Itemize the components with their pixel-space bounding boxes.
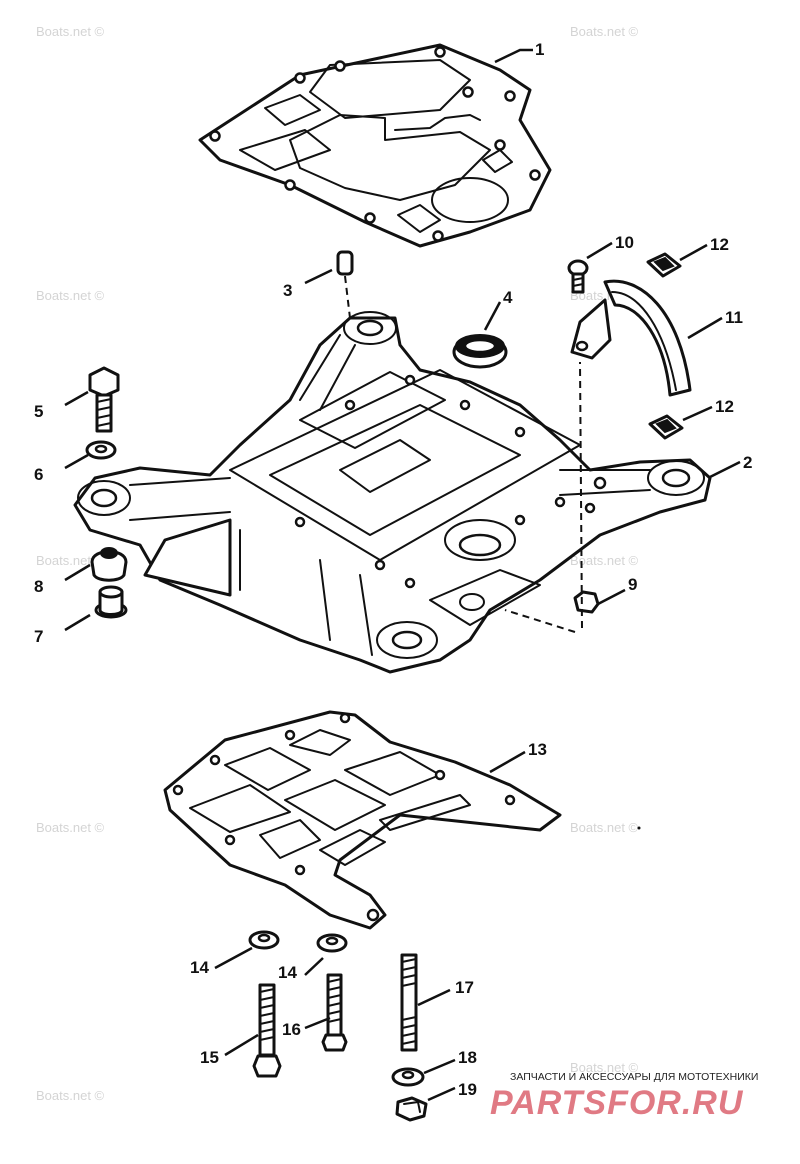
adapter-plate <box>73 311 712 674</box>
watermark: Boats.net © <box>570 820 639 835</box>
callout-12: 12 <box>710 235 729 254</box>
callout-1: 1 <box>535 40 544 59</box>
callout-19: 19 <box>458 1080 477 1099</box>
grommet <box>90 547 128 582</box>
callout-14: 14 <box>278 963 297 982</box>
watermark: Boats.net © <box>36 24 105 39</box>
callout-17: 17 <box>455 978 474 997</box>
bolt <box>88 366 120 433</box>
oil-seal <box>452 334 508 369</box>
watermark: Boats.net © <box>570 24 639 39</box>
watermark: Boats.net © <box>36 288 105 303</box>
washer <box>85 440 117 460</box>
callout-6: 6 <box>34 465 43 484</box>
bolt <box>321 973 348 1052</box>
callout-12: 12 <box>715 397 734 416</box>
callout-15: 15 <box>200 1048 219 1067</box>
bolt <box>252 983 282 1078</box>
callout-4: 4 <box>503 288 513 307</box>
stud <box>400 953 418 1052</box>
callout-8: 8 <box>34 577 43 596</box>
callout-labels: 1 2 3 4 5 6 7 8 9 10 11 12 12 13 14 14 1… <box>34 40 752 1099</box>
callout-7: 7 <box>34 627 43 646</box>
callout-5: 5 <box>34 402 43 421</box>
retainer-clip <box>648 414 684 440</box>
brand-tagline: ЗАПЧАСТИ И АКСЕССУАРЫ ДЛЯ МОТОТЕХНИКИ <box>510 1071 758 1083</box>
brand-name: PARTSFOR.RU <box>490 1084 744 1122</box>
leader-lines <box>64 48 741 1102</box>
watermark: Boats.net © <box>570 553 639 568</box>
brand-logo: ЗАПЧАСТИ И АКСЕССУАРЫ ДЛЯ МОТОТЕХНИКИ PA… <box>490 1071 758 1122</box>
callout-16: 16 <box>282 1020 301 1039</box>
sleeve <box>94 585 128 619</box>
upper-gasket <box>198 43 552 248</box>
washer <box>248 930 280 950</box>
callout-13: 13 <box>528 740 547 759</box>
watermark: Boats.net © <box>36 553 105 568</box>
callout-11: 11 <box>725 308 743 327</box>
watermark: Boats.net © <box>36 1088 105 1103</box>
callout-3: 3 <box>283 281 292 300</box>
washer <box>316 933 348 953</box>
callout-18: 18 <box>458 1048 477 1067</box>
hose-clip-bracket <box>570 279 692 397</box>
callout-9: 9 <box>628 575 637 594</box>
callout-14: 14 <box>190 958 209 977</box>
callout-2: 2 <box>743 453 752 472</box>
callout-10: 10 <box>615 233 634 252</box>
watermark: Boats.net © <box>36 820 105 835</box>
stray-dot <box>637 826 641 830</box>
screw <box>567 259 589 294</box>
washer <box>391 1067 425 1087</box>
watermarks: Boats.net © Boats.net © Boats.net © Boat… <box>36 24 639 1103</box>
hex-nut <box>395 1096 428 1122</box>
retainer-clip <box>646 252 682 278</box>
lower-gasket <box>163 710 562 930</box>
dowel-pin <box>336 250 354 319</box>
watermark: Boats.net © <box>570 1060 639 1075</box>
